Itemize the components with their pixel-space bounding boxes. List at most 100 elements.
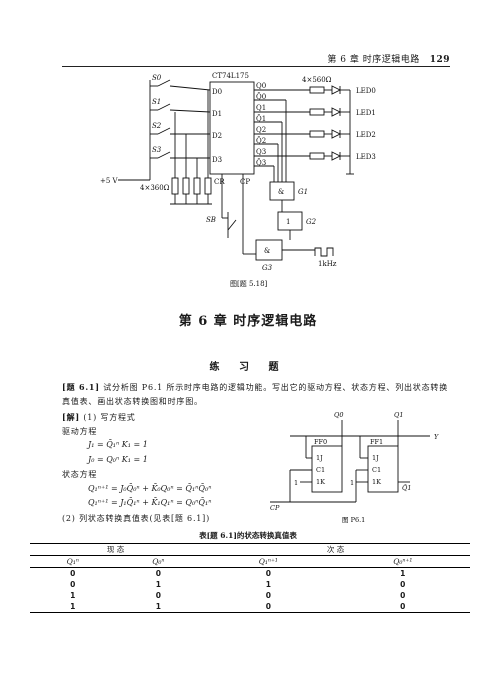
step-2: (2) 列状态转换真值表(见表[题 6.1]) [62, 514, 211, 523]
g3-symbol: & [264, 247, 270, 255]
group-next: 次 态 [201, 543, 470, 556]
table-row: 0 0 0 1 [30, 568, 470, 580]
led3: LED3 [356, 153, 376, 161]
g2-label: G2 [306, 218, 317, 226]
cell: 0 [70, 569, 76, 578]
chip-label: CT74L175 [212, 72, 249, 80]
p61-caption: 图 P6.1 [342, 516, 365, 524]
q1: Q1 [256, 104, 266, 112]
cp-label: CP [240, 178, 250, 186]
ff0-j: 1J [316, 454, 323, 462]
g3-label: G3 [262, 264, 273, 272]
ff1-j: 1J [372, 454, 379, 462]
ff0-k-one: 1 [294, 479, 298, 487]
d1: D1 [212, 110, 222, 118]
q0: Q0 [256, 82, 266, 90]
drive-label: 驱动方程 [62, 427, 98, 436]
cell: 1 [400, 569, 406, 578]
cell: 0 [265, 569, 271, 578]
d2: D2 [212, 132, 222, 140]
chapter-title: 第 6 章 时序逻辑电路 [178, 314, 318, 329]
resistors-360 [170, 90, 212, 205]
solution-line: [解] (1) 写方程式 [62, 410, 450, 425]
vcc-label: +5 V [100, 177, 119, 185]
cell: 0 [70, 580, 76, 589]
switch-s2: S2 [152, 122, 162, 130]
ff1-k: 1K [372, 478, 381, 486]
drive-eq-2: J₀ = Q₀ⁿ K₁ = 1 [88, 455, 148, 464]
switch-s1: S1 [152, 98, 161, 106]
cell: 0 [265, 591, 271, 600]
step-1: (1) 写方程式 [83, 413, 136, 422]
q3: Q3 [256, 148, 266, 156]
cell: 1 [265, 580, 271, 589]
cell: 0 [335, 601, 470, 613]
col-header: Q₁ⁿ [30, 555, 116, 568]
cell: 1 [70, 591, 76, 600]
cell: 0 [400, 591, 406, 600]
led1: LED1 [356, 109, 376, 117]
q3-bar: Q̄3 [256, 158, 266, 167]
sb-label: SB [206, 216, 216, 224]
cell: 0 [201, 601, 336, 613]
problem-statement: [题 6.1] 试分析图 P6.1 所示时序电路的逻辑功能。写出它的驱动方程、状… [62, 380, 450, 409]
table-row: 0 1 1 0 [30, 579, 470, 590]
ff1-c: C1 [372, 466, 381, 474]
cell: 0 [155, 591, 161, 600]
led2: LED2 [356, 131, 376, 139]
state-eq-2: Q₁ⁿ⁺¹ = J₁Q̄₁ⁿ + K̄₁Q₁ⁿ = Q₀ⁿQ̄₁ⁿ [88, 498, 212, 507]
table-row: 1 0 0 0 [30, 590, 470, 601]
group-present: 现 态 [30, 543, 202, 556]
d0: D0 [212, 88, 222, 96]
g1-label: G1 [298, 188, 308, 196]
ff0-box [311, 445, 343, 493]
ff1-label: FF1 [370, 438, 383, 446]
q0-bar: Q̄0 [256, 92, 266, 101]
d3: D3 [212, 156, 222, 164]
clock-freq-label: 1kHz [318, 260, 337, 268]
switches [149, 79, 211, 170]
figure-5-18-circuit: CT74L175 D0 D1 D2 D3 Q0 Q̄0 Q1 Q̄1 Q2 Q̄… [100, 72, 376, 288]
q1-bar: Q̄1 [256, 114, 266, 123]
p61-cp: CP [270, 504, 280, 512]
res-360-label: 4×360Ω [140, 184, 170, 192]
state-eq-1: Q₁ⁿ⁺¹ = J₀Q̄₀ⁿ + K̄₀Q₀ⁿ = Q̄₁ⁿQ̄₀ⁿ [88, 484, 212, 493]
q2-bar: Q̄2 [256, 136, 266, 145]
drive-eq-1: J₁ = Q̄₁ⁿ K₁ = 1 [88, 440, 148, 449]
g1-symbol: & [278, 188, 284, 196]
ff1-k-one: 1 [350, 479, 354, 487]
switch-s3: S3 [152, 146, 162, 154]
state-label: 状态方程 [62, 470, 98, 479]
running-head: 第 6 章 时序逻辑电路 [327, 55, 420, 65]
header-rule [62, 66, 450, 67]
page-number: 129 [429, 55, 450, 65]
page-header: 第 6 章 时序逻辑电路 129 [327, 52, 450, 65]
cell: 0 [155, 569, 161, 578]
figure-caption: 图[题 5.18] [230, 280, 268, 288]
p61-q0: Q0 [334, 411, 343, 419]
p61-y: Y [434, 433, 439, 441]
g2-symbol: 1 [286, 218, 290, 226]
switch-s0: S0 [152, 74, 162, 82]
q2: Q2 [256, 126, 266, 134]
p61-q1: Q1 [394, 411, 403, 419]
col-header: Q₀ⁿ [115, 555, 202, 568]
problem-text: 试分析图 P6.1 所示时序电路的逻辑功能。写出它的驱动方程、状态方程、列出状态… [62, 383, 449, 406]
solution-label: [解] [62, 412, 80, 422]
p61-q1-bar: Q̄1 [402, 483, 411, 492]
ff0-c: C1 [316, 466, 325, 474]
ff0-label: FF0 [314, 438, 327, 446]
problem-number: [题 6.1] [62, 382, 100, 392]
led0: LED0 [356, 87, 376, 95]
res-560-label: 4×560Ω [302, 76, 332, 84]
table-caption: 表[题 6.1]的状态转换真值表 [199, 531, 297, 540]
cell: 0 [400, 580, 406, 589]
section-title: 练 习 题 [209, 362, 287, 373]
cell: 1 [115, 601, 202, 613]
col-header: Q₀ⁿ⁺¹ [335, 555, 470, 568]
cell: 1 [155, 580, 161, 589]
ff0-k: 1K [316, 478, 325, 486]
clr-label: CR [214, 178, 225, 186]
